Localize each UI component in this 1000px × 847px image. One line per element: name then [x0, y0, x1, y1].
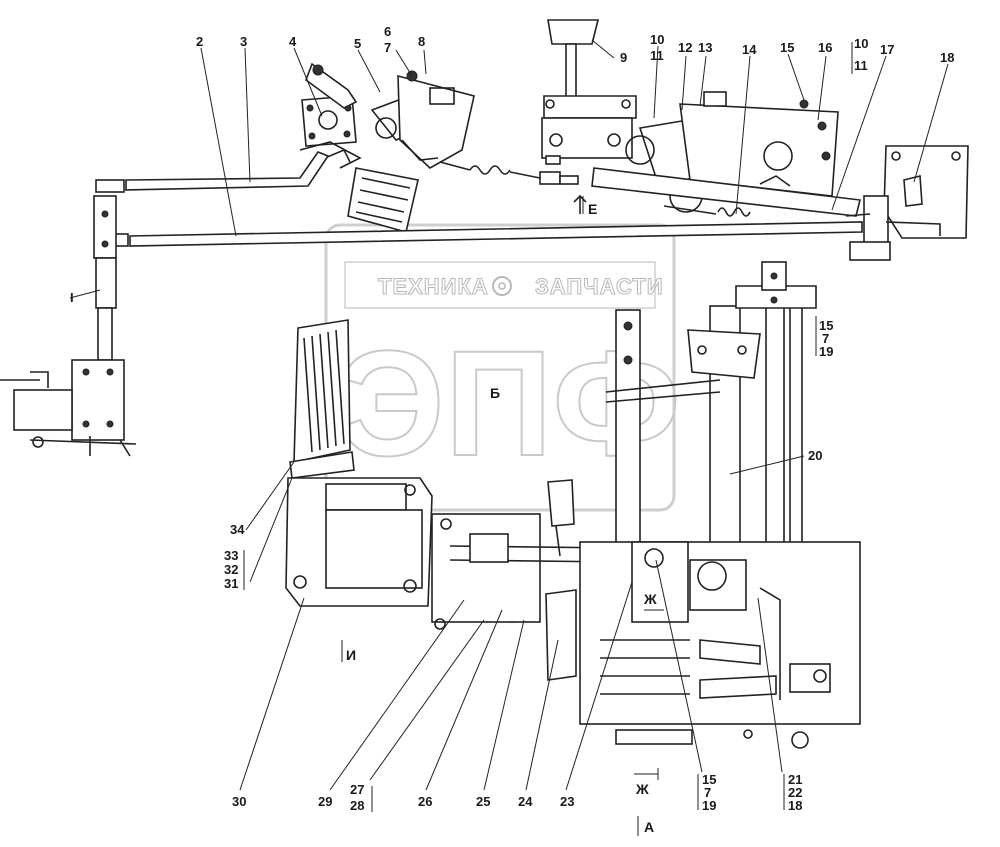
watermark-banner-right: ЗАПЧАСТИ [535, 274, 664, 299]
top-pedal-assembly [299, 62, 579, 233]
watermark-banner [344, 261, 656, 309]
callout-30: 30 [232, 794, 246, 809]
view-marker-a: А [644, 819, 654, 835]
callout-23: 23 [560, 794, 574, 809]
view-marker-i: И [346, 647, 356, 663]
callout-8: 8 [418, 34, 425, 49]
callout-7: 7 [384, 40, 391, 55]
callout-28: 28 [350, 798, 364, 813]
callout-3: 3 [240, 34, 247, 49]
callout-19b: 19 [819, 344, 833, 359]
callout-15a: 15 [780, 40, 794, 55]
foot-pedal [285, 319, 433, 607]
view-marker-zh-top: Ж [643, 591, 657, 607]
callout-29: 29 [318, 794, 332, 809]
gear-icon [492, 276, 512, 296]
callout-15c: 15 [702, 772, 716, 787]
callout-32: 32 [224, 562, 238, 577]
callout-9: 9 [620, 50, 627, 65]
callout-4: 4 [289, 34, 297, 49]
callout-24: 24 [518, 794, 533, 809]
view-marker-b: Б [490, 385, 500, 401]
callout-2: 2 [196, 34, 203, 49]
callout-31: 31 [224, 576, 238, 591]
gear-shift-assembly [431, 261, 861, 749]
callout-25: 25 [476, 794, 490, 809]
callout-labels: I 2 3 4 5 6 7 8 9 10 11 12 13 14 15 16 1… [70, 24, 954, 813]
callout-20: 20 [808, 448, 822, 463]
callout-12: 12 [678, 40, 692, 55]
callout-33: 33 [224, 548, 238, 563]
callout-17: 17 [880, 42, 894, 57]
callout-13: 13 [698, 40, 712, 55]
callout-1: I [70, 290, 74, 305]
callout-22: 22 [788, 785, 802, 800]
callout-18b: 18 [788, 798, 802, 813]
watermark-banner-left: ТЕХНИКА [378, 274, 489, 299]
callout-7c: 7 [704, 785, 711, 800]
top-center-lever-assembly [541, 19, 861, 217]
linkage-rods [95, 151, 863, 247]
callout-6: 6 [384, 24, 391, 39]
view-marker-e: Е [588, 201, 597, 217]
left-vertical-assembly [0, 195, 137, 457]
view-markers: Е Б Ж И Ж А [346, 201, 657, 835]
callout-16: 16 [818, 40, 832, 55]
callout-11b: 11 [854, 58, 868, 73]
view-marker-zh-bottom: Ж [635, 781, 649, 797]
callout-15b: 15 [819, 318, 833, 333]
callout-19c: 19 [702, 798, 716, 813]
leader-lines [69, 39, 949, 836]
callout-34: 34 [230, 522, 245, 537]
callout-27: 27 [350, 782, 364, 797]
callout-10b: 10 [854, 36, 868, 51]
callout-10a: 10 [650, 32, 664, 47]
callout-18: 18 [940, 50, 954, 65]
callout-5: 5 [354, 36, 361, 51]
callout-14: 14 [742, 42, 757, 57]
callout-26: 26 [418, 794, 432, 809]
callout-7b: 7 [822, 331, 829, 346]
callout-21: 21 [788, 772, 802, 787]
callout-11a: 11 [650, 48, 664, 63]
right-bracket [845, 145, 969, 261]
